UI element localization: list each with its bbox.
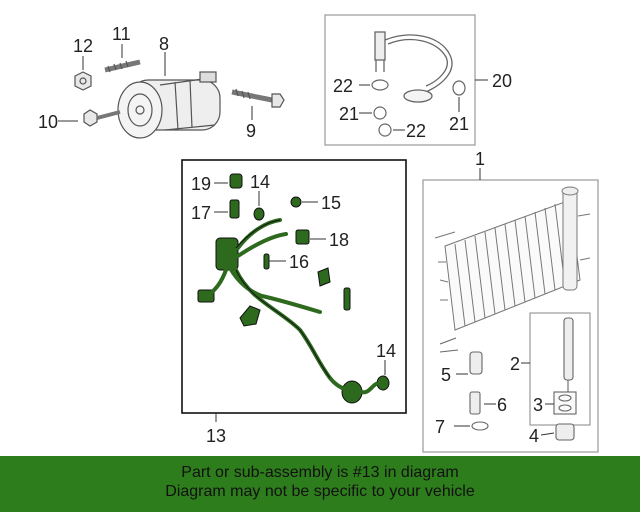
banner-line-2: Diagram may not be specific to your vehi… xyxy=(165,483,475,500)
bolt-part-9[interactable] xyxy=(231,88,285,108)
box-1 xyxy=(422,179,599,453)
callout-22-b: 22 xyxy=(406,121,426,141)
callout-3: 3 xyxy=(533,395,543,415)
callout-14-b: 14 xyxy=(376,341,396,361)
callout-17: 17 xyxy=(191,203,211,223)
callout-18: 18 xyxy=(329,230,349,250)
bolt-part-10[interactable] xyxy=(83,109,121,127)
hose-part-20[interactable] xyxy=(374,31,453,103)
callout-21-a: 21 xyxy=(339,104,359,124)
callout-9: 9 xyxy=(246,121,256,141)
callout-14-a: 14 xyxy=(250,172,270,192)
drier-parts-2-3[interactable] xyxy=(553,317,577,415)
callout-20: 20 xyxy=(492,71,512,91)
condenser-small-parts[interactable] xyxy=(439,337,575,441)
callout-12: 12 xyxy=(73,36,93,56)
bolt-part-11[interactable] xyxy=(104,59,141,73)
callout-4: 4 xyxy=(529,426,539,446)
callout-16: 16 xyxy=(289,252,309,272)
callout-19: 19 xyxy=(191,174,211,194)
callout-2: 2 xyxy=(510,354,520,374)
callout-13: 13 xyxy=(206,426,226,446)
callout-5: 5 xyxy=(441,365,451,385)
condenser-part-1[interactable] xyxy=(434,186,591,331)
ac-line-assembly-part-13[interactable] xyxy=(197,173,390,404)
o-ring-parts-21-22[interactable] xyxy=(371,79,466,137)
parts-diagram: 12 11 8 10 9 20 22 21 22 21 xyxy=(38,14,599,453)
compressor-part-8[interactable] xyxy=(117,71,221,139)
callout-7: 7 xyxy=(435,417,445,437)
callout-10: 10 xyxy=(38,112,58,132)
callout-21-b: 21 xyxy=(449,114,469,134)
callout-22-a: 22 xyxy=(333,76,353,96)
info-banner: Part or sub-assembly is #13 in diagram D… xyxy=(0,456,640,512)
banner-line-1: Part or sub-assembly is #13 in diagram xyxy=(181,464,459,481)
callout-1: 1 xyxy=(475,149,485,169)
callout-15: 15 xyxy=(321,193,341,213)
callout-8: 8 xyxy=(159,34,169,54)
compressor-group xyxy=(74,59,285,139)
callout-11: 11 xyxy=(112,24,131,44)
nut-part-12[interactable] xyxy=(74,71,92,91)
callout-6: 6 xyxy=(497,395,507,415)
box-13 xyxy=(181,159,407,414)
